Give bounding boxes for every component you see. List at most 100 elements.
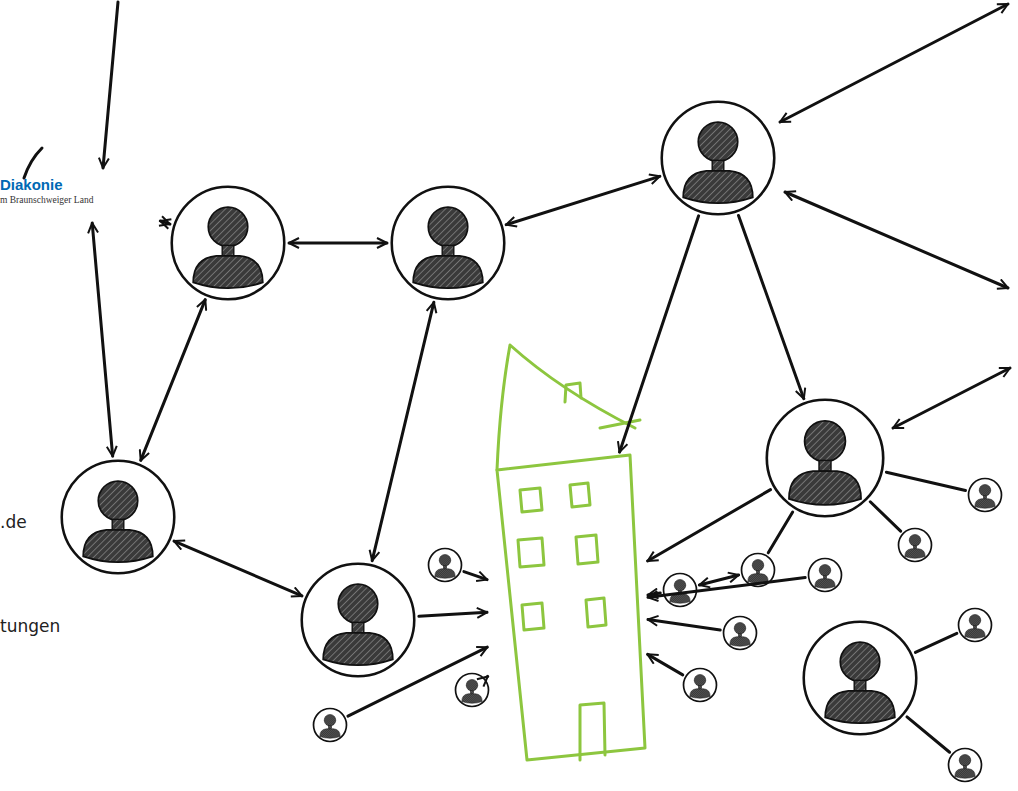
person-body: [83, 530, 153, 562]
person-body: [905, 549, 925, 559]
person-neck: [328, 726, 331, 729]
person-node: [802, 620, 918, 736]
person-body: [670, 594, 690, 604]
outgoing-arrow: [785, 192, 1008, 288]
person-node: [663, 573, 697, 607]
person-head: [752, 559, 764, 571]
person-body: [413, 256, 483, 288]
person-circle: [899, 529, 932, 562]
person-icon: [808, 558, 842, 592]
person-node: [898, 528, 932, 562]
person-head: [819, 564, 831, 576]
person-body: [965, 629, 985, 639]
connector-arrow: [648, 593, 660, 595]
person-head: [698, 122, 737, 161]
logo-block: Diakoniem Braunschweiger Land: [0, 176, 180, 220]
person-head: [979, 484, 991, 496]
person-neck: [678, 591, 681, 594]
person-circle: [742, 554, 775, 587]
connector-arrow: [886, 472, 965, 490]
person-node: [300, 562, 416, 678]
person-neck: [712, 160, 724, 170]
person-icon: [723, 616, 757, 650]
person-node: [390, 185, 506, 301]
house-node: [470, 335, 660, 765]
person-head: [694, 674, 706, 686]
person-circle: [724, 617, 757, 650]
person-icon: [968, 478, 1002, 512]
person-body: [320, 729, 340, 739]
person-node: [741, 553, 775, 587]
person-head: [969, 614, 981, 626]
person-body: [462, 694, 482, 704]
person-neck: [819, 460, 831, 471]
connector-arrow: [738, 215, 803, 398]
connector-arrow: [92, 223, 112, 456]
person-head: [674, 579, 686, 591]
house-line: [497, 345, 635, 470]
person-icon: [60, 459, 176, 575]
person-head: [98, 481, 137, 520]
person-node: [60, 459, 176, 575]
person-body: [815, 579, 835, 589]
sketch-stroke: [24, 148, 42, 178]
house-line: [522, 603, 544, 630]
person-node: [428, 548, 462, 582]
house-line: [565, 383, 581, 402]
connector-arrow: [289, 242, 387, 245]
person-body: [955, 769, 975, 779]
person-icon: [390, 185, 506, 301]
person-head: [840, 642, 879, 681]
connector-arrow: [915, 633, 956, 652]
house-line: [497, 455, 645, 760]
person-icon: [948, 748, 982, 782]
person-head: [428, 207, 467, 246]
person-icon: [802, 620, 918, 736]
person-node: [313, 708, 347, 742]
person-circle: [959, 609, 992, 642]
person-body: [748, 574, 768, 584]
house-line: [576, 535, 598, 564]
connector-arrow: [699, 575, 738, 585]
house-drawing: [470, 335, 660, 765]
person-neck: [698, 686, 701, 689]
connector-arrow: [620, 216, 699, 452]
house-line: [520, 488, 542, 512]
person-circle: [456, 674, 489, 707]
house-line: [580, 703, 605, 760]
person-circle: [662, 102, 775, 215]
person-icon: [898, 528, 932, 562]
connector-arrow: [648, 619, 720, 630]
person-body: [825, 691, 895, 723]
person-neck: [443, 566, 446, 569]
person-head: [734, 622, 746, 634]
person-circle: [172, 187, 285, 300]
person-head: [208, 207, 247, 246]
person-node: [455, 673, 489, 707]
outgoing-arrow: [893, 368, 1010, 428]
person-neck: [756, 571, 759, 574]
connector-arrow: [648, 654, 683, 675]
person-head: [909, 534, 921, 546]
connector-arrow: [464, 572, 487, 580]
connector-arrow: [141, 300, 206, 461]
person-node: [948, 748, 982, 782]
person-body: [193, 256, 263, 288]
person-neck: [222, 245, 234, 255]
person-icon: [428, 548, 462, 582]
person-circle: [804, 622, 917, 735]
person-body: [690, 689, 710, 699]
house-line: [586, 598, 606, 627]
person-circle: [664, 574, 697, 607]
person-icon: [765, 398, 885, 518]
person-body: [683, 171, 753, 203]
person-circle: [684, 669, 717, 702]
person-node: [660, 100, 776, 216]
person-neck: [823, 576, 826, 579]
cropped-text: .de: [0, 512, 27, 532]
person-neck: [352, 622, 364, 632]
person-body: [975, 499, 995, 509]
connector-arrow: [648, 578, 805, 598]
